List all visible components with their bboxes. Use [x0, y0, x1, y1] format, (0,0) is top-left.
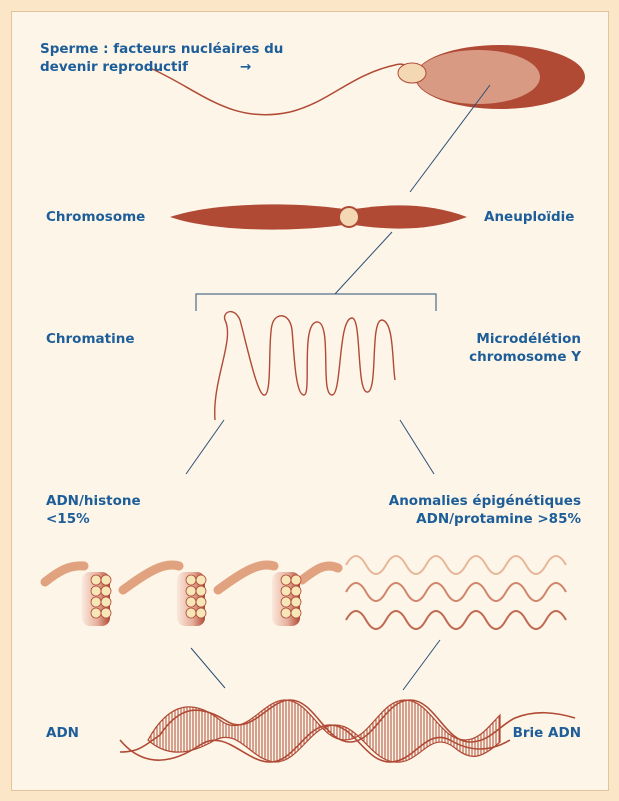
microdeletion-label: Microdélétion chromosome Y — [469, 330, 581, 366]
arrow-icon: → — [240, 58, 251, 76]
chromosome-shape — [170, 204, 467, 229]
connector-lines — [186, 85, 490, 690]
dna-helix — [120, 700, 575, 762]
aneuploidy-label: Aneuploïdie — [484, 208, 574, 226]
epigenetic-label: Anomalies épigénétiques ADN/protamine >8… — [389, 492, 581, 528]
chromatin-fiber — [215, 312, 395, 420]
nucleosome-group — [45, 565, 338, 626]
dna-break-label: Brie ADN — [513, 724, 581, 742]
dna-histone-label: ADN/histone <15% — [46, 492, 141, 528]
chromosome-label: Chromosome — [46, 208, 145, 226]
chromatin-label: Chromatine — [46, 330, 134, 348]
dna-label: ADN — [46, 724, 79, 742]
protamine-waves — [346, 556, 566, 629]
